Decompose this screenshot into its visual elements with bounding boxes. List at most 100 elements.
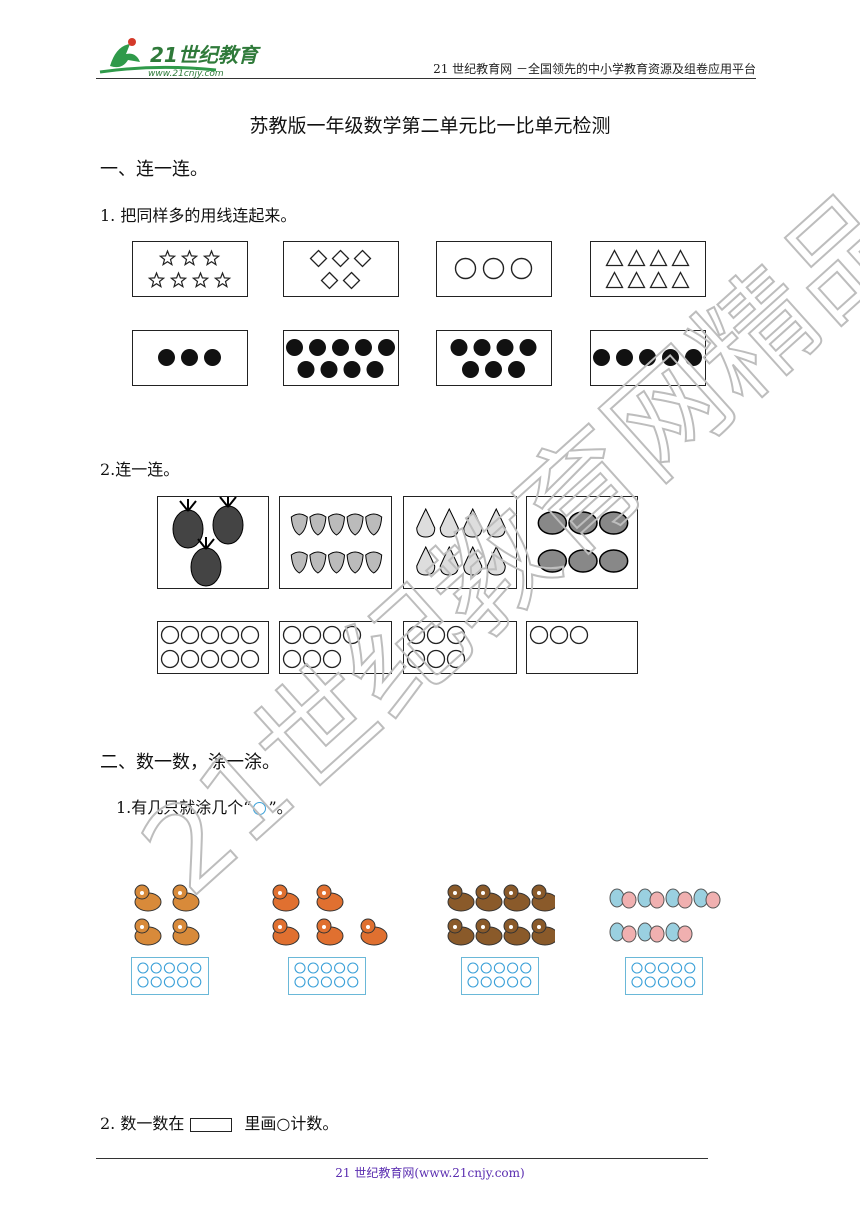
- pear-icon: [463, 545, 483, 576]
- paint-circle[interactable]: [190, 962, 202, 974]
- triangle-shape: [627, 249, 646, 267]
- paint-circle[interactable]: [307, 962, 319, 974]
- dot-shape: [158, 349, 175, 366]
- paint-circle[interactable]: [671, 962, 683, 974]
- section2-q1-pre: 1.有几只就涂几个“: [116, 798, 252, 817]
- count-circle: [220, 649, 240, 669]
- puppy-icon: [316, 918, 344, 946]
- paint-circle[interactable]: [163, 962, 175, 974]
- count-circle: [322, 625, 342, 645]
- count-circle: [220, 625, 240, 645]
- paint-circle[interactable]: [507, 962, 519, 974]
- pear-icon: [439, 507, 459, 538]
- dot-shape: [496, 339, 514, 356]
- paint-circle[interactable]: [137, 976, 149, 988]
- paint-circle[interactable]: [137, 962, 149, 974]
- count-circle: [200, 625, 220, 645]
- paint-circle[interactable]: [493, 962, 505, 974]
- butterfly-icon: [693, 888, 721, 909]
- count-circle: [240, 625, 260, 645]
- dot-shape: [355, 339, 372, 356]
- shape-box: [283, 241, 399, 297]
- strawberry-icon: [365, 513, 383, 536]
- paint-circle[interactable]: [334, 962, 346, 974]
- paint-circle[interactable]: [631, 962, 643, 974]
- paint-circle[interactable]: [294, 962, 306, 974]
- count-circle: [282, 649, 302, 669]
- logo-text: 21世纪教育: [150, 43, 261, 67]
- dot-shape: [685, 349, 702, 366]
- paint-circle[interactable]: [150, 976, 162, 988]
- circle-count-box: [279, 621, 392, 674]
- color-circle-box: [131, 957, 209, 995]
- count-circle: [322, 649, 342, 669]
- paint-circle[interactable]: [177, 976, 189, 988]
- butterfly-icon: [609, 922, 637, 943]
- paint-circle[interactable]: [657, 962, 669, 974]
- paint-circle[interactable]: [493, 976, 505, 988]
- paint-circle[interactable]: [480, 962, 492, 974]
- puppy-icon: [316, 884, 344, 912]
- paint-circle[interactable]: [520, 976, 532, 988]
- butterfly-icon: [609, 888, 637, 909]
- color-circle-box: [625, 957, 703, 995]
- paint-circle[interactable]: [520, 962, 532, 974]
- puppy-icon: [360, 918, 388, 946]
- paint-circle[interactable]: [467, 962, 479, 974]
- paint-circle[interactable]: [631, 976, 643, 988]
- strawberry-icon: [309, 513, 327, 536]
- paint-circle[interactable]: [644, 962, 656, 974]
- paint-circle[interactable]: [177, 962, 189, 974]
- count-circle: [406, 625, 426, 645]
- beagle-icon: [447, 918, 475, 946]
- paint-circle[interactable]: [150, 962, 162, 974]
- paint-circle[interactable]: [190, 976, 202, 988]
- paint-circle[interactable]: [320, 962, 332, 974]
- star-shape: [147, 271, 166, 288]
- dot-shape: [508, 361, 525, 378]
- section2-q1-post: ”。: [268, 798, 293, 817]
- dot-shape: [639, 349, 656, 366]
- paint-circle[interactable]: [334, 976, 346, 988]
- butterfly-icon: [665, 888, 693, 909]
- dot-shape: [485, 361, 502, 378]
- butterfly-icon: [637, 922, 665, 943]
- dot-shape: [297, 361, 315, 378]
- paint-circle[interactable]: [657, 976, 669, 988]
- strawberry-icon: [327, 551, 346, 574]
- section2-heading: 二、数一数，涂一涂。: [100, 752, 280, 773]
- paint-circle[interactable]: [347, 976, 359, 988]
- beagle-icon: [475, 884, 503, 912]
- watermark-text: 21世纪教育网精品资料: [116, 7, 860, 921]
- paint-circle[interactable]: [320, 976, 332, 988]
- pear-icon: [463, 507, 483, 538]
- paint-circle[interactable]: [467, 976, 479, 988]
- paint-circle[interactable]: [684, 976, 696, 988]
- count-circle: [240, 649, 260, 669]
- count-circle: [160, 649, 180, 669]
- paint-circle[interactable]: [671, 976, 683, 988]
- paint-circle[interactable]: [347, 962, 359, 974]
- paint-circle[interactable]: [294, 976, 306, 988]
- circle-count-box: [403, 621, 517, 674]
- animal-group-butterfly: [607, 878, 727, 952]
- dot-shape: [473, 339, 491, 356]
- strawberry-icon: [327, 513, 346, 536]
- paint-circle[interactable]: [307, 976, 319, 988]
- paint-circle[interactable]: [163, 976, 175, 988]
- paint-circle[interactable]: [644, 976, 656, 988]
- paint-circle[interactable]: [684, 962, 696, 974]
- header-divider: [96, 78, 756, 79]
- beagle-icon: [447, 884, 475, 912]
- triangle-shape: [649, 249, 668, 267]
- corgi-icon: [134, 918, 162, 946]
- shape-box: [132, 241, 248, 297]
- watermelon-icon: [537, 549, 568, 573]
- dot-shape: [204, 349, 221, 366]
- paint-circle[interactable]: [507, 976, 519, 988]
- paint-circle[interactable]: [480, 976, 492, 988]
- shape-box: [590, 330, 706, 386]
- fruit-box-strawberry: [279, 496, 392, 589]
- strawberry-icon: [365, 551, 383, 574]
